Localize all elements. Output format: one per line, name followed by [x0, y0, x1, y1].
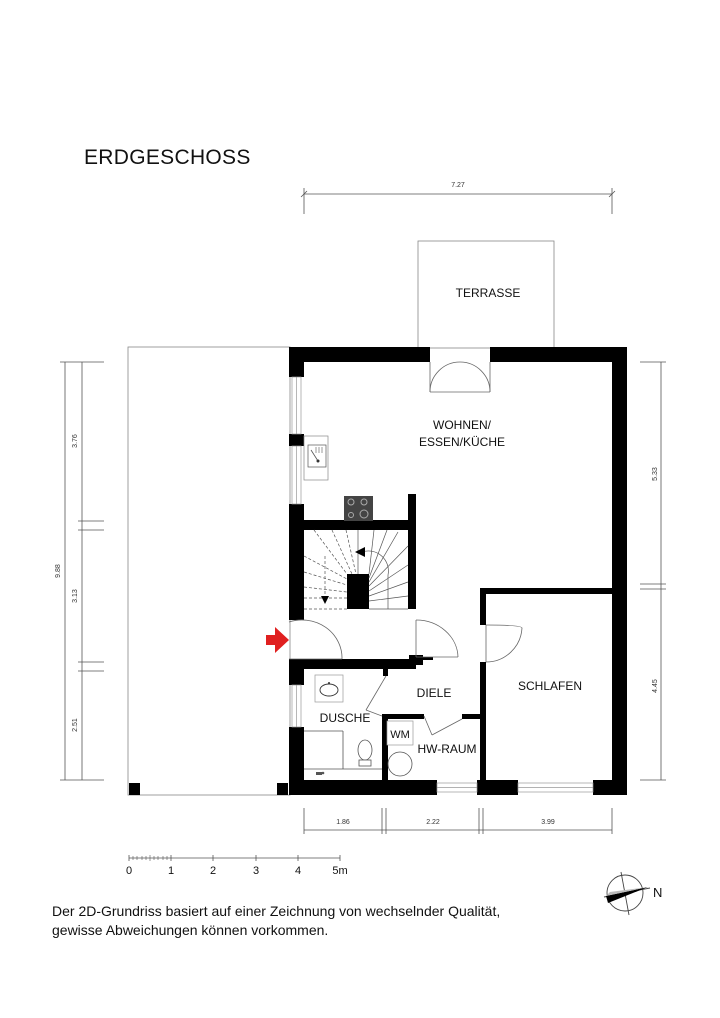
north-compass-icon — [603, 871, 651, 916]
room-label-dusche: DUSCHE — [320, 711, 371, 725]
room-label-wm: WM — [390, 729, 410, 741]
scale-tick-4: 4 — [295, 865, 301, 877]
stair-arrow-down-icon — [321, 596, 329, 604]
toilet-icon — [357, 739, 373, 767]
room-label-schlafen: SCHLAFEN — [518, 679, 582, 693]
disclaimer: Der 2D-Grundriss basiert auf einer Zeich… — [52, 902, 612, 940]
scale-tick-5: 5m — [332, 865, 347, 877]
washing-machine-box — [386, 720, 414, 746]
interior-walls — [304, 494, 612, 780]
room-label-wohnen-1: WOHNEN/ — [433, 418, 492, 432]
room-label-terrasse: TERRASSE — [456, 286, 521, 300]
kitchen-sink-icon — [303, 435, 329, 481]
boiler-icon — [387, 751, 413, 777]
floor-title: ERDGESCHOSS — [84, 146, 251, 169]
dimension-right — [640, 361, 666, 781]
carport-outline — [127, 346, 291, 796]
dimension-right-seg-2: 4.45 — [652, 679, 659, 693]
dimension-bottom-seg-1: 1.86 — [336, 819, 350, 826]
windows-left — [291, 376, 302, 728]
dimension-bottom-seg-2: 2.22 — [426, 819, 440, 826]
terrace-outline — [417, 240, 555, 349]
dimension-left-seg-2: 3.13 — [72, 589, 79, 603]
scale-tick-0: 0 — [126, 865, 132, 877]
shower-fixture-icon — [316, 771, 325, 775]
disclaimer-line-2: gewisse Abweichungen können vorkommen. — [52, 922, 329, 938]
stair-arrow-up-icon — [355, 547, 365, 557]
windows-bottom — [436, 782, 594, 793]
staircase — [303, 529, 409, 610]
shower-tray-icon — [304, 730, 382, 770]
cooktop-icon — [344, 496, 373, 521]
room-label-hw-raum: HW-RAUM — [417, 742, 476, 756]
disclaimer-line-1: Der 2D-Grundriss basiert auf einer Zeich… — [52, 903, 501, 919]
room-label-wohnen-2: ESSEN/KÜCHE — [419, 435, 505, 449]
dimension-bottom-seg-3: 3.99 — [541, 819, 555, 826]
dimension-left-seg-1: 3.76 — [72, 434, 79, 448]
dimension-bottom — [303, 808, 613, 834]
scale-tick-1: 1 — [168, 865, 174, 877]
scale-bar — [128, 855, 341, 861]
dimension-right-seg-1: 5.33 — [652, 467, 659, 481]
doors — [288, 361, 523, 736]
scale-tick-3: 3 — [253, 865, 259, 877]
dimension-top-label: 7.27 — [451, 182, 465, 189]
room-label-diele: DIELE — [417, 686, 452, 700]
exterior-walls — [289, 347, 627, 795]
washbasin-icon — [314, 674, 344, 703]
dimension-left-seg-3: 2.51 — [72, 718, 79, 732]
dimension-top — [300, 188, 616, 214]
dimension-left-total: 9.88 — [55, 564, 62, 578]
north-label: N — [653, 885, 662, 900]
entrance-arrow-icon — [266, 627, 289, 653]
scale-tick-2: 2 — [210, 865, 216, 877]
dimension-left — [60, 361, 104, 781]
